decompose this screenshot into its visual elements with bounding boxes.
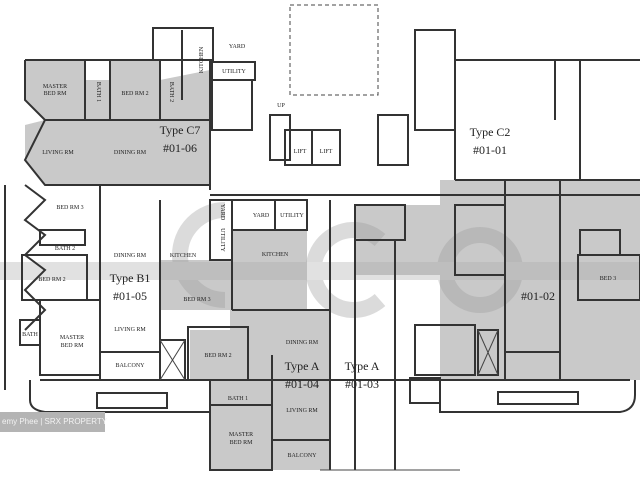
stair-up-label: UP bbox=[277, 103, 285, 109]
watermark-credit: emy Phee | SRX PROPERTY bbox=[0, 412, 107, 432]
room-label: KITCHEN bbox=[262, 252, 289, 258]
unit-type: Type C2 bbox=[470, 125, 511, 139]
room-label: LIVING RM bbox=[114, 327, 146, 333]
lift-label: LIFT bbox=[320, 149, 333, 155]
room-label: UTILITY bbox=[280, 213, 304, 219]
room-label: BED RM 2 bbox=[121, 91, 148, 97]
room-label: MASTER bbox=[43, 84, 67, 90]
unit-type: Type B1 bbox=[110, 271, 151, 285]
room-label: BED 3 bbox=[600, 276, 617, 282]
room-label: DINING RM bbox=[286, 340, 319, 346]
room-label: LIVING RM bbox=[286, 408, 318, 414]
unit-number: #01-04 bbox=[285, 377, 319, 391]
unit-type: Type A bbox=[345, 359, 380, 373]
room-label: YARD bbox=[219, 204, 225, 221]
room-label: DINING RM bbox=[114, 253, 147, 259]
room-label: BED RM bbox=[230, 440, 254, 446]
room-label: BED RM 3 bbox=[183, 297, 210, 303]
room-label: MASTER bbox=[60, 335, 84, 341]
lift-label: LIFT bbox=[294, 149, 307, 155]
room-label: KITCHEN bbox=[170, 253, 197, 259]
room-label: LIVING RM bbox=[42, 150, 74, 156]
room-label: BATH 1 bbox=[228, 396, 248, 402]
room-label: YARD bbox=[253, 213, 270, 219]
room-label: DINING RM bbox=[114, 150, 147, 156]
room-label: MASTER bbox=[229, 432, 253, 438]
room-label: YARD bbox=[229, 44, 246, 50]
unit-type: Type A bbox=[285, 359, 320, 373]
room-label: UTILITY bbox=[222, 69, 246, 75]
room-label: BATH 2 bbox=[168, 82, 174, 102]
unit-number: #01-02 bbox=[521, 289, 555, 303]
room-label: BED RM 3 bbox=[56, 205, 83, 211]
room-label: BATH bbox=[22, 332, 38, 338]
unit-number: #01-03 bbox=[345, 377, 379, 391]
room-label: KITCHEN bbox=[199, 46, 205, 73]
room-label: BED RM bbox=[61, 343, 85, 349]
unit-number: #01-05 bbox=[113, 289, 147, 303]
shaded-areas bbox=[25, 60, 640, 470]
room-label: BALCONY bbox=[287, 453, 317, 459]
room-label: BATH 2 bbox=[55, 246, 75, 252]
room-label: BATH 1 bbox=[95, 82, 101, 102]
room-label: BED RM 2 bbox=[38, 277, 65, 283]
unit-number: #01-01 bbox=[473, 143, 507, 157]
room-label: BED RM bbox=[44, 91, 68, 97]
room-label: UTILITY bbox=[219, 228, 225, 252]
unit-number: #01-06 bbox=[163, 141, 197, 155]
unit-type: Type C7 bbox=[160, 123, 201, 137]
room-label: BED RM 2 bbox=[204, 353, 231, 359]
walls bbox=[4, 4, 640, 471]
room-label: BALCONY bbox=[115, 363, 145, 369]
room-labels: MASTER BED RM BATH 1 BED RM 2 BATH 2 KIT… bbox=[22, 44, 616, 459]
